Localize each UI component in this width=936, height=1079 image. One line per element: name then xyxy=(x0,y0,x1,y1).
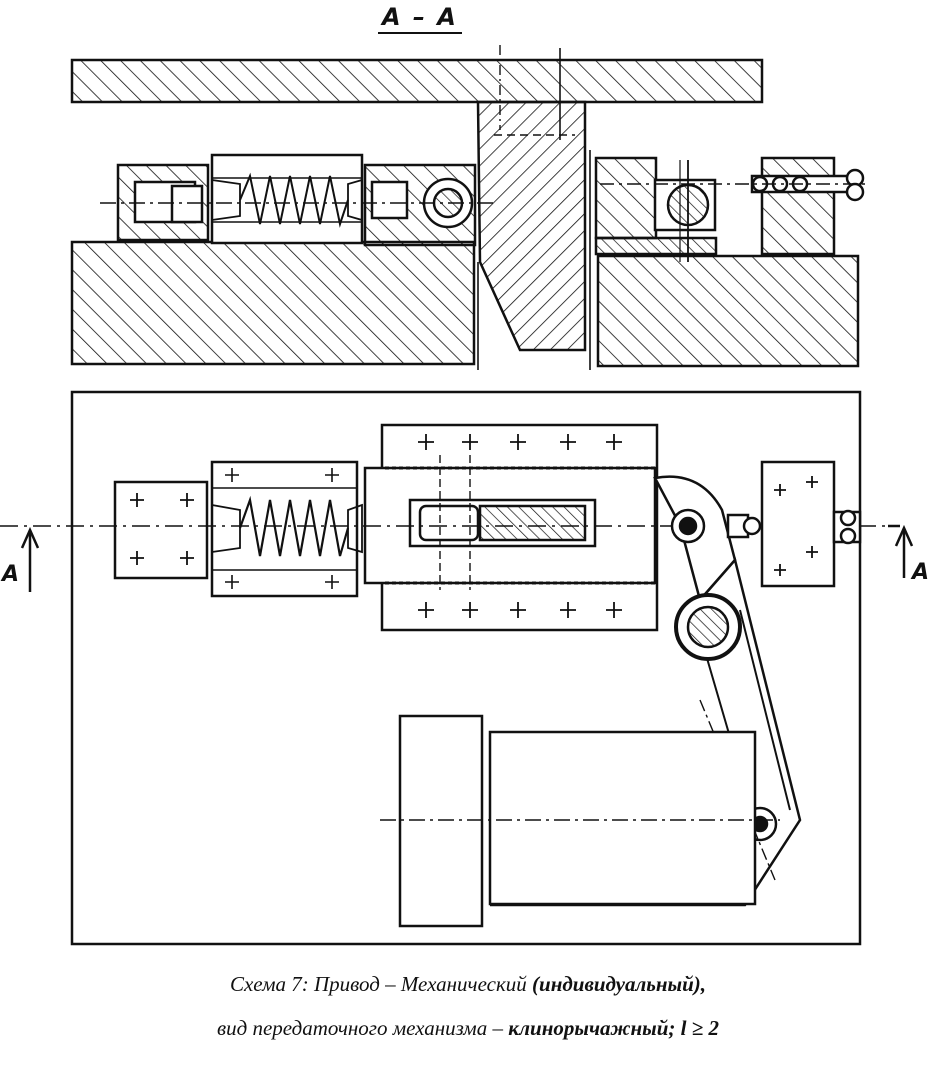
left-base xyxy=(70,240,476,366)
caption-line-1: Схема 7: Привод – Механический (индивиду… xyxy=(0,972,936,997)
cut-label-left: A xyxy=(2,562,20,587)
caption-line-2: вид передаточного механизма – клинорычаж… xyxy=(0,1016,936,1041)
wedge xyxy=(476,100,587,352)
caption-line-2-text: вид передаточного механизма – xyxy=(217,1016,509,1040)
caption-line-1-text: Схема 7: Привод – Механический xyxy=(229,972,533,996)
caption-line-2-bold: клинорычажный; l ≥ 2 xyxy=(508,1016,719,1040)
right-base xyxy=(596,254,860,368)
cut-label-right: A xyxy=(912,560,930,585)
top-plate xyxy=(70,58,764,104)
right-block xyxy=(760,460,836,588)
actuator-head xyxy=(398,714,484,928)
spring-section xyxy=(239,172,349,228)
spring-plan xyxy=(238,495,350,557)
base-plate-outline xyxy=(70,390,862,946)
section-title: A – A xyxy=(378,2,462,34)
section-view xyxy=(70,45,870,370)
plan-view xyxy=(0,390,914,946)
caption-line-1-bold: (индивидуальный), xyxy=(532,972,706,996)
mechanism-drawing xyxy=(0,45,914,946)
actuator-body xyxy=(488,730,757,906)
